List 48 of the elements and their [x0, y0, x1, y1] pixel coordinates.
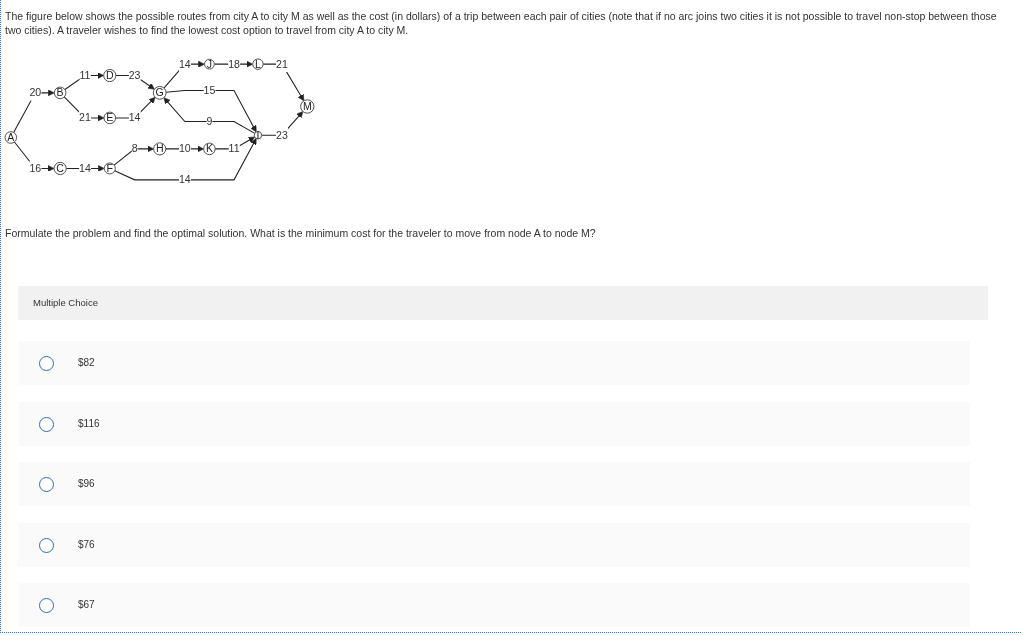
- edge-label: 23: [128, 69, 141, 82]
- node-circle: [4, 131, 18, 144]
- edge-label: 21: [79, 111, 91, 124]
- edge-label: 8: [131, 142, 138, 155]
- arrow: [165, 90, 257, 133]
- node-circle: [252, 58, 264, 70]
- arrow: [63, 96, 105, 122]
- arrow: [163, 60, 205, 89]
- answer-option: $82: [78, 357, 95, 369]
- edge-label: 11: [79, 69, 91, 82]
- arrow: [13, 89, 55, 133]
- arrow: [262, 63, 305, 102]
- node-circle: [53, 86, 67, 100]
- answer-option: $96: [78, 478, 95, 490]
- section-heading: Multiple Choice: [33, 297, 98, 309]
- answer-option: $76: [78, 538, 95, 551]
- node-circle: [53, 161, 67, 176]
- node-circle: [203, 142, 216, 156]
- edge-label: 16: [29, 162, 42, 175]
- edge-label: 11: [228, 142, 240, 155]
- answer-option: $67: [78, 599, 95, 611]
- node-circle: [152, 86, 167, 100]
- node-circle: [204, 58, 215, 70]
- answer-option: $116: [78, 417, 100, 430]
- node-circle: [103, 68, 117, 83]
- edge-label: 15: [203, 84, 216, 97]
- arrow: [261, 111, 304, 136]
- node-circle: [103, 111, 117, 125]
- edge-label: 21: [276, 57, 288, 70]
- edge-label: 18: [228, 57, 240, 70]
- node-circle: [300, 99, 315, 114]
- node-circle: [253, 131, 263, 140]
- route-network-graph: 20 16 11 21 14 23 14 8 14 14 15 9 18 21 23 10 11 A B C D E F G H I J K L M: [2, 48, 317, 196]
- edge-label: 10: [178, 142, 191, 155]
- question-text: The figure below shows the possible routes from city A to city M as well as the cost (in dollars) of a trip between each pair of cities (note that if no arc joins two cities it is not possible to travel non-stop between those two cities). A traveler wishes to find the lowest cost option to travel from city A to city M.: [5, 9, 998, 37]
- node-circle: [103, 162, 116, 175]
- edge-label: 14: [178, 57, 191, 70]
- edge-label: 9: [206, 115, 213, 128]
- instruction-text: Formulate the problem and find the optimal solution. What is the minimum cost for the traveler to move from node A to node M?: [5, 226, 597, 240]
- node-circle: [153, 142, 167, 156]
- edge-label: 23: [276, 128, 288, 141]
- arrow: [163, 97, 256, 134]
- edge-label: 20: [29, 86, 42, 99]
- edge-label: 14: [79, 162, 91, 175]
- edge-label: 14: [128, 111, 141, 124]
- arrow: [113, 145, 154, 166]
- edge-label: 14: [178, 173, 191, 186]
- arrow: [165, 145, 204, 153]
